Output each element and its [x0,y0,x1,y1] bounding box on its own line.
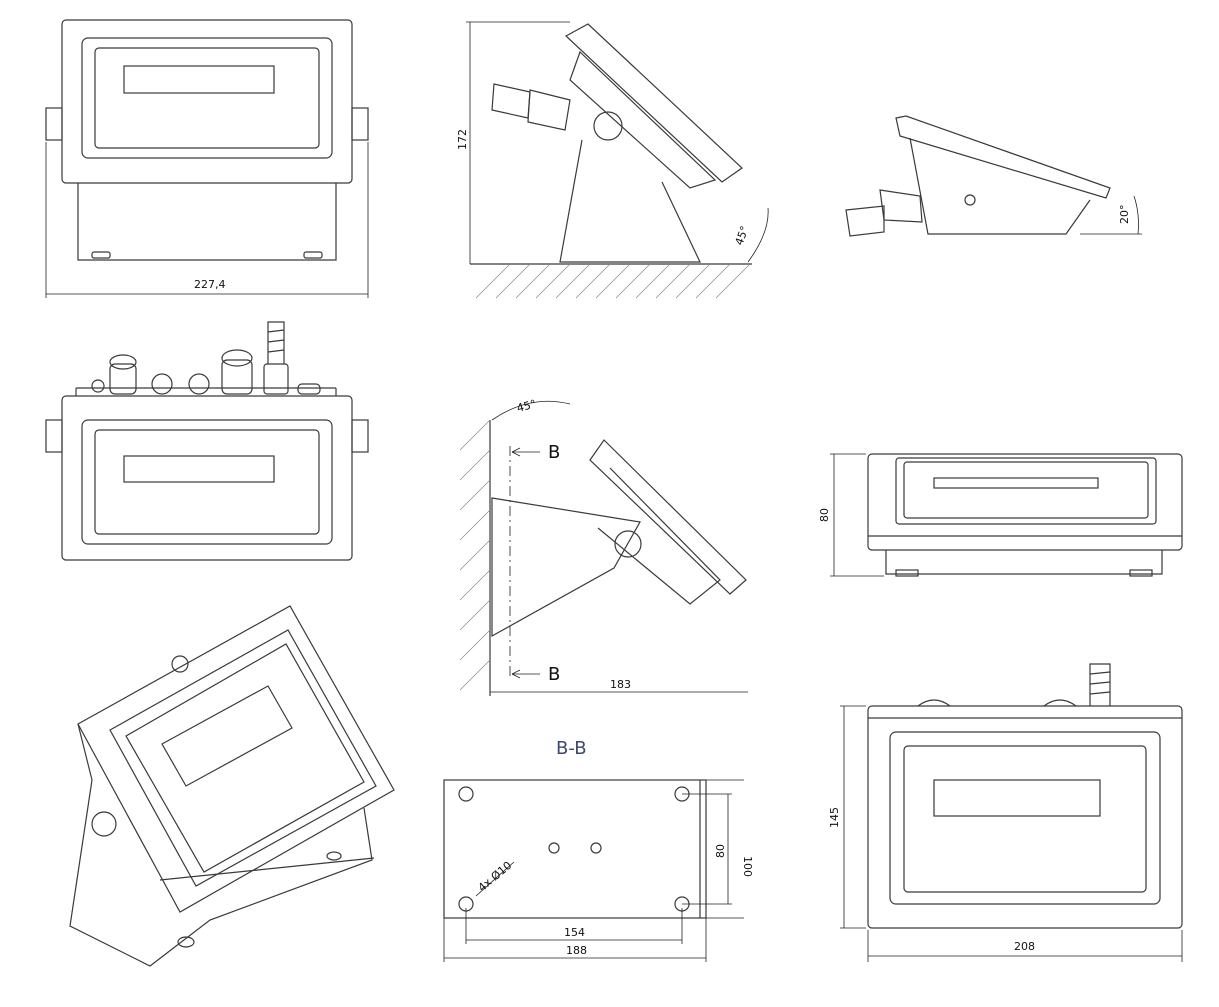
bracket-width: 188 [566,944,587,957]
side-angle-label: 45° [733,224,752,247]
rear-view-width: 208 [1014,940,1035,953]
bracket-hole-spacing-h: 154 [564,926,585,939]
wall-angle-label: 45° [515,397,537,415]
front-view: 227,4 [45,19,369,298]
rear-view-height: 145 [828,807,841,828]
section-bb-view: B-B 4x Ø10 80 100 154 188 [443,738,754,962]
desk-angle-label: 20° [1118,205,1131,225]
side-view-desk: 20° [845,115,1142,237]
isometric-view [69,605,395,967]
top-view: 80 [818,453,1183,577]
wall-depth-label: 183 [610,678,631,691]
rear-view: 145 208 [828,663,1183,962]
section-mark-top: B [548,442,560,463]
side-view-tilted: 172 45° [456,21,769,299]
bracket-height-partial: 100 [741,856,754,877]
top-view-height: 80 [818,508,831,522]
connector-view [45,321,369,561]
section-title: B-B [556,738,587,759]
wall-mount-view: B B 45° 183 [459,397,748,696]
front-width-label: 227,4 [194,278,226,291]
hole-note: 4x Ø10 [476,859,515,894]
side-height-label: 172 [456,129,469,150]
bracket-hole-spacing-v: 80 [714,844,727,858]
section-mark-bottom: B [548,664,560,685]
